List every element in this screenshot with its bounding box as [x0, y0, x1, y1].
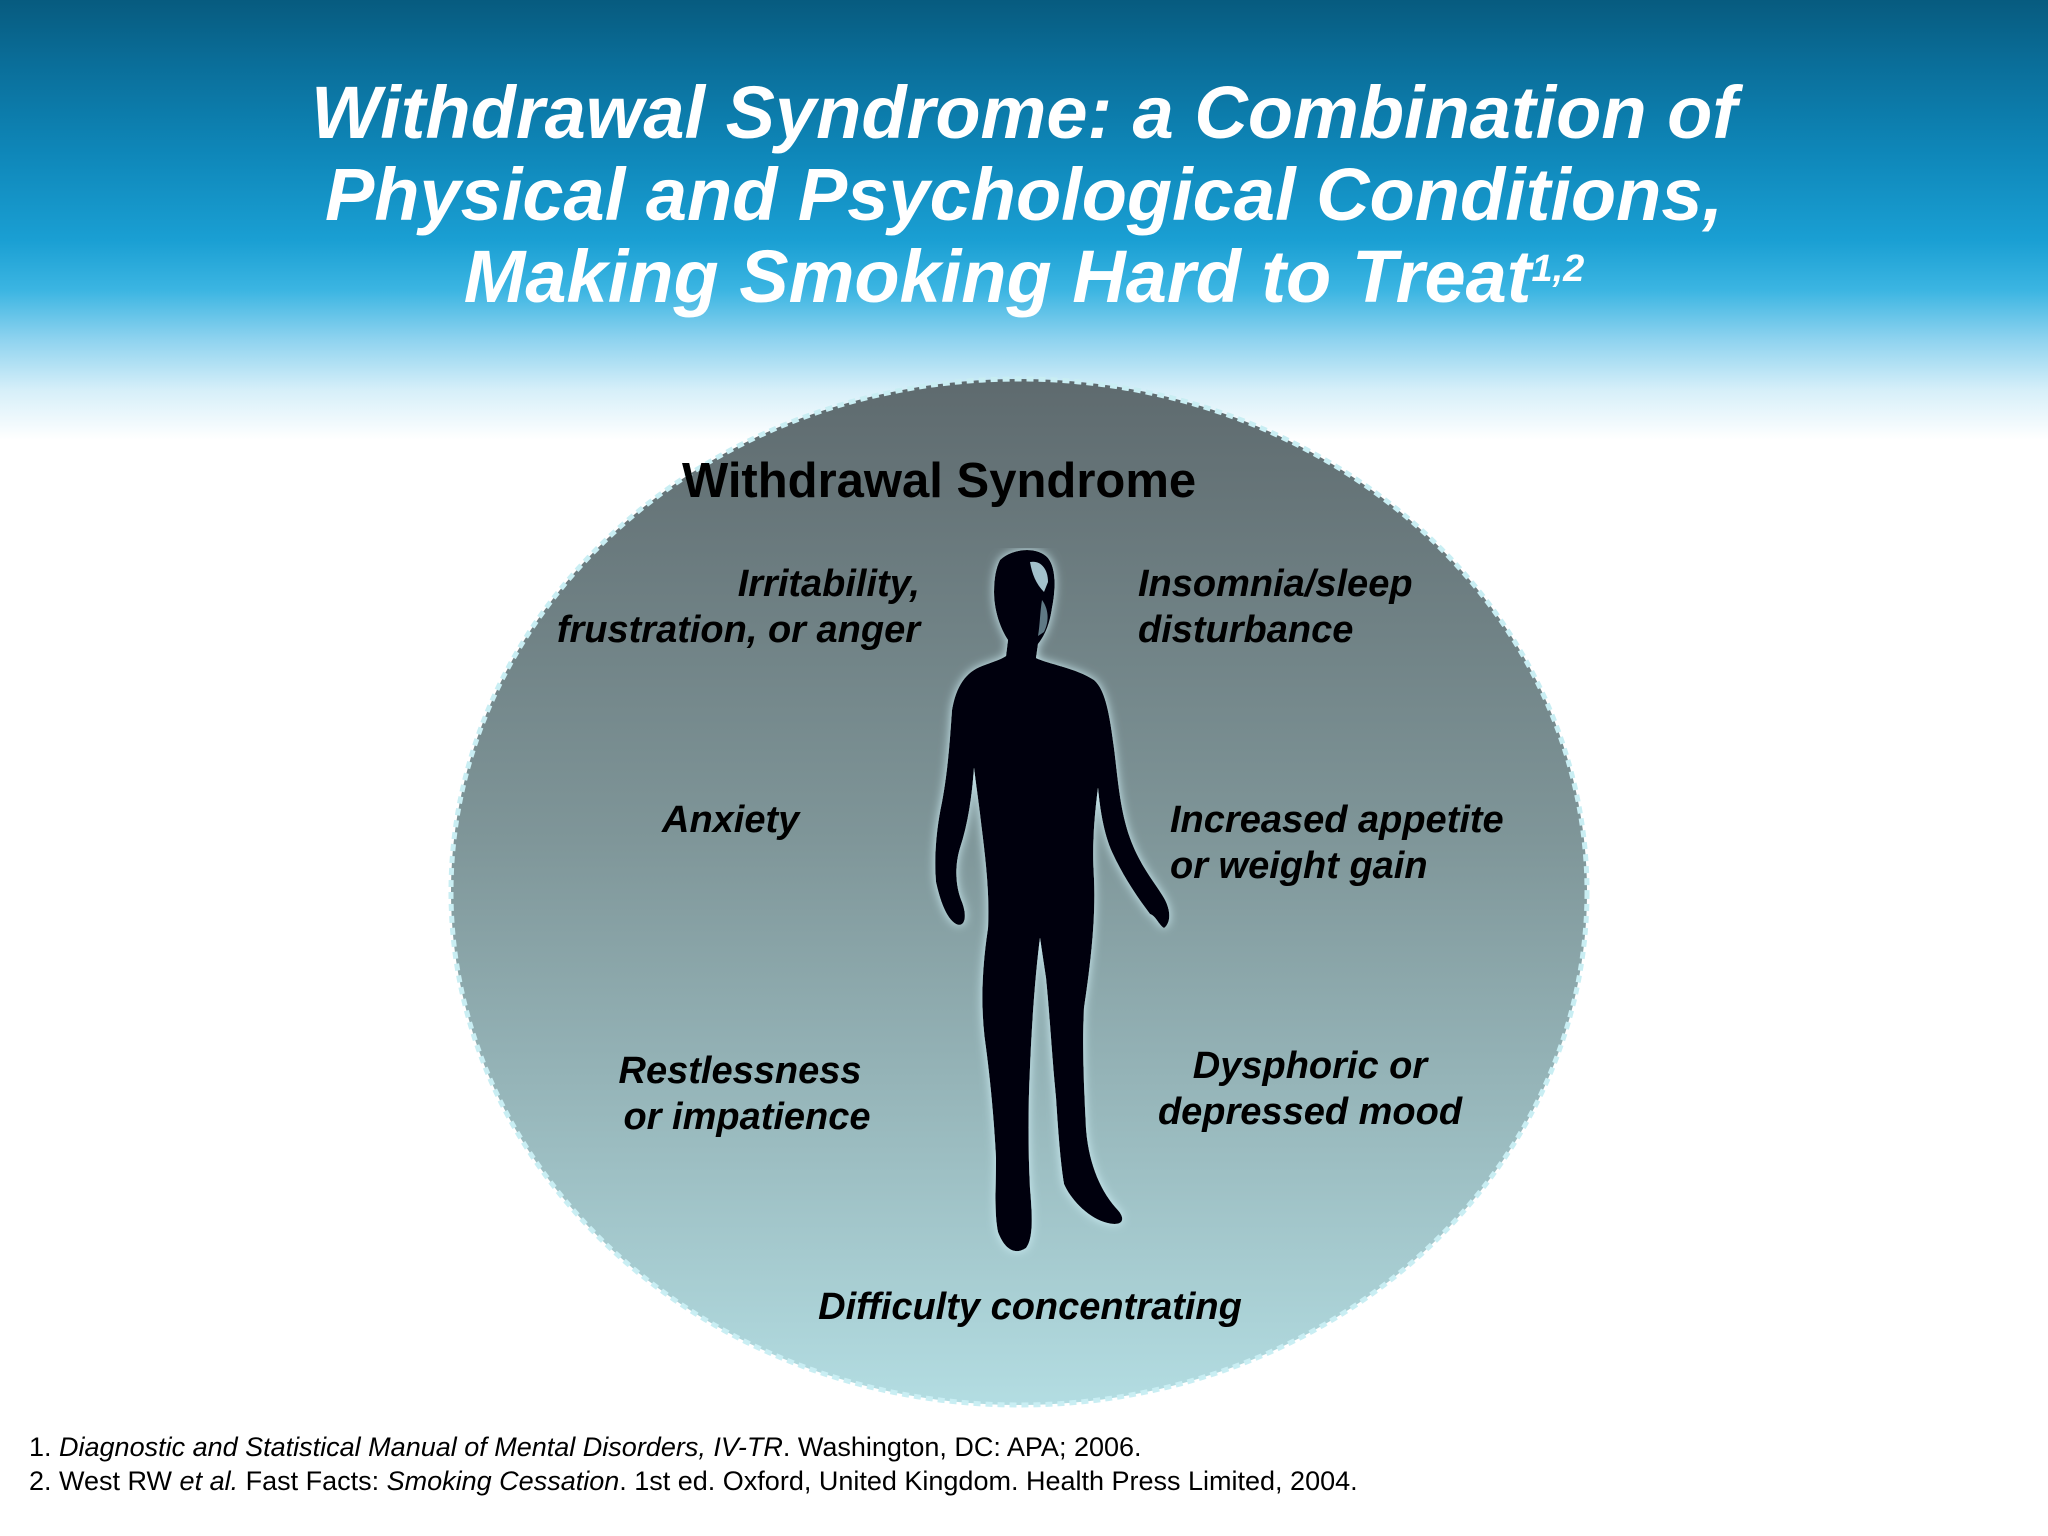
symptom-anxiety-line1: Anxiety — [662, 799, 800, 841]
symptom-concentrating-line1: Difficulty concentrating — [818, 1286, 1242, 1328]
reference-2-authors: West RW — [59, 1466, 180, 1496]
symptom-anxiety: Anxiety — [662, 797, 922, 843]
symptom-restlessness-line1: Restlessness — [618, 1050, 862, 1092]
symptom-irritability: Irritability, frustration, or anger — [520, 561, 920, 653]
symptom-insomnia-line2: disturbance — [1138, 609, 1354, 651]
symptom-appetite: Increased appetite or weight gain — [1170, 797, 1550, 889]
title-superscript: 1,2 — [1531, 248, 1585, 290]
symptom-concentrating: Difficulty concentrating — [770, 1284, 1290, 1330]
reference-2-etal: et al. — [179, 1466, 239, 1496]
symptom-irritability-line1: Irritability, — [737, 563, 920, 605]
reference-2: 2. West RW et al. Fast Facts: Smoking Ce… — [29, 1464, 1358, 1498]
symptom-dysphoric-line1: Dysphoric or — [1192, 1045, 1428, 1087]
reference-1-title: Diagnostic and Statistical Manual of Men… — [59, 1432, 783, 1462]
title-line-1: Withdrawal Syndrome: a Combination of — [311, 71, 1737, 154]
title-line-3-text: Making Smoking Hard to Treat — [463, 235, 1532, 318]
symptom-irritability-line2: frustration, or anger — [556, 609, 920, 651]
symptom-dysphoric: Dysphoric or depressed mood — [1140, 1043, 1480, 1135]
symptom-appetite-line1: Increased appetite — [1170, 799, 1504, 841]
reference-1: 1. Diagnostic and Statistical Manual of … — [29, 1430, 1358, 1464]
symptom-dysphoric-line2: depressed mood — [1157, 1091, 1463, 1133]
diagram-title: Withdrawal Syndrome — [682, 454, 1197, 508]
reference-2-title: Smoking Cessation — [386, 1466, 620, 1496]
symptom-appetite-line2: or weight gain — [1170, 845, 1428, 887]
symptom-insomnia-line1: Insomnia/sleep — [1138, 563, 1413, 605]
reference-2-number: 2. — [29, 1466, 60, 1496]
reference-1-number: 1. — [29, 1432, 60, 1462]
reference-2-series: Fast Facts: — [238, 1466, 387, 1496]
reference-2-rest: . 1st ed. Oxford, United Kingdom. Health… — [619, 1466, 1358, 1496]
reference-1-rest: . Washington, DC: APA; 2006. — [782, 1432, 1142, 1462]
symptom-insomnia: Insomnia/sleep disturbance — [1138, 561, 1538, 653]
slide-title: Withdrawal Syndrome: a Combination of Ph… — [0, 72, 2048, 318]
human-silhouette-icon — [935, 549, 1170, 1252]
references: 1. Diagnostic and Statistical Manual of … — [29, 1430, 1358, 1498]
symptom-restlessness-line2: or impatience — [623, 1096, 871, 1138]
title-line-2: Physical and Psychological Conditions, — [324, 153, 1724, 236]
symptom-restlessness: Restlessness or impatience — [575, 1048, 905, 1140]
title-line-3: Making Smoking Hard to Treat1,2 — [0, 236, 2048, 318]
